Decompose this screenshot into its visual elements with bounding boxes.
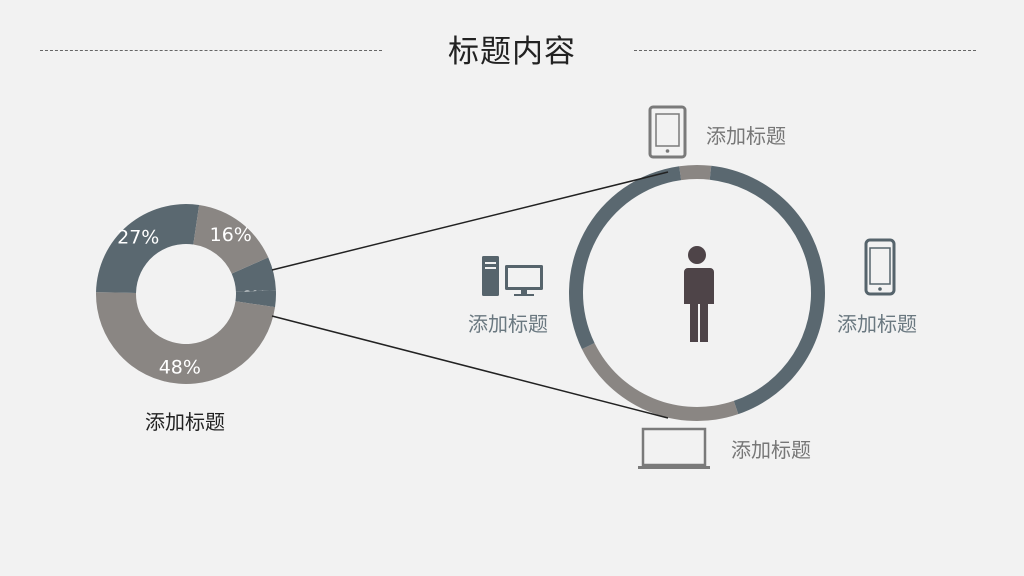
- ring-segment-2: [709, 165, 826, 415]
- phone-icon: [864, 238, 896, 296]
- person-icon: [684, 246, 714, 342]
- ring-segment-4: [568, 166, 682, 350]
- desktop-icon: [482, 256, 543, 296]
- small-donut-chart: 6%3%48%27%16%: [95, 203, 276, 385]
- donut-slice-1: [231, 257, 276, 292]
- donut-slice-label: 27%: [117, 226, 159, 248]
- tablet-icon: [648, 105, 687, 159]
- tablet-label: 添加标题: [706, 124, 786, 148]
- desktop-label: 添加标题: [468, 312, 548, 336]
- big-ring-chart: [568, 165, 826, 421]
- donut-slice-label: 16%: [210, 224, 252, 246]
- donut-slice-4: [96, 203, 200, 293]
- small-chart-caption: 添加标题: [145, 410, 225, 434]
- donut-slice-5: [193, 204, 269, 274]
- donut-slice-label: 48%: [159, 357, 201, 379]
- ring-segment-1: [679, 165, 712, 181]
- page-title: 标题内容: [448, 34, 576, 70]
- title-divider-right: [634, 50, 976, 51]
- title-divider-left: [40, 50, 382, 51]
- phone-label: 添加标题: [837, 312, 917, 336]
- laptop-icon: [638, 427, 710, 469]
- laptop-label: 添加标题: [731, 438, 811, 462]
- donut-slice-3: [95, 292, 276, 385]
- connector-line-bottom: [271, 315, 669, 419]
- connector-line-top: [271, 171, 669, 271]
- donut-slice-2: [235, 290, 276, 308]
- ring-segment-3: [581, 342, 739, 421]
